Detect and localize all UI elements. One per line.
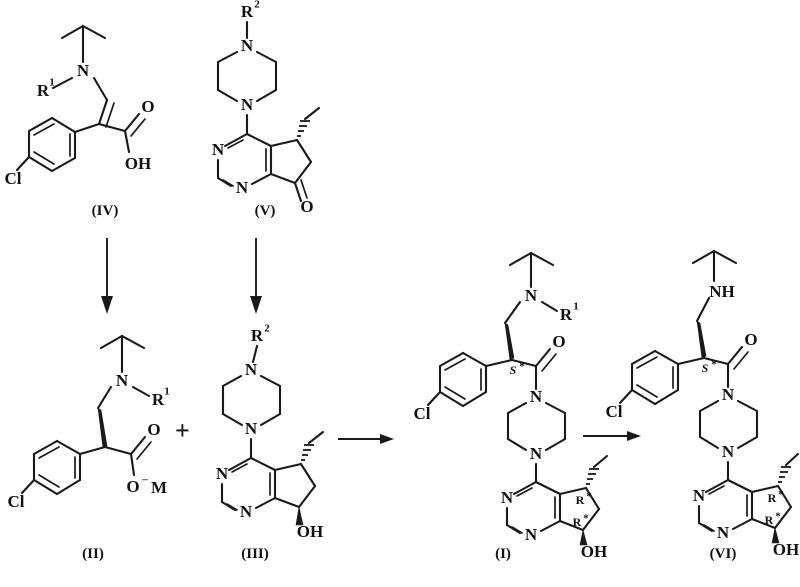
stereo-wedge-II [97,407,108,449]
atom-label-O-IV: O [141,97,154,116]
atom-label-R2-V: R [241,2,254,21]
atom-label-O-carbonyl-II: O [147,420,160,439]
arrow-ii-iii-to-i [338,434,394,444]
atom-label-N3-pyrimidine-V: N [236,178,249,197]
atom-label-negative-charge-II: – [141,474,148,486]
atom-label-R1-IV: R [37,81,50,100]
atom-label-N-piperazine-top-I: N [530,387,543,406]
plus-sign-between-II-and-III: + [175,416,190,445]
atom-label-N-II: N [116,371,129,390]
stereo-asterisk-R7-I: * [583,513,589,525]
structure-V: R 2 N N N N [212,0,321,216]
structure-VI: NH S * Cl O N N [606,249,799,559]
atom-label-OH-VI: OH [773,540,799,559]
atom-label-R1-superscript-I: 1 [573,301,579,313]
atom-label-N1-pyrimidine-V: N [212,140,225,159]
atom-label-M-counterion-II: M [151,478,167,497]
compound-label-V: (V) [254,203,276,219]
atom-label-OH-I: OH [581,542,607,561]
atom-label-R1-superscript-IV: 1 [49,77,55,89]
atom-label-R2-superscript-V: 2 [254,0,260,11]
stereo-asterisk-R7-VI: * [775,511,781,523]
compound-label-VI: (VI) [709,546,737,562]
atom-label-N1-pyrimidine-III: N [216,464,229,483]
atom-label-N3-pyrimidine-VI: N [717,523,730,542]
stereo-wedge-OH-VI [771,527,780,544]
stereo-label-R5-VI: R [768,491,777,505]
structure-I: N R 1 S * Cl O N [414,251,609,561]
atom-label-Cl-VI: Cl [606,402,623,421]
stereo-asterisk-S-VI: * [711,359,717,371]
stereo-wedge-VI [696,320,707,359]
atom-label-Cl-II: Cl [8,492,25,511]
structure-II: N R 1 Cl O O – M [8,334,170,511]
atom-label-O-amide-VI: O [744,330,757,349]
stereo-wedge-I [504,322,515,361]
stereo-label-R7-I: R [573,515,582,529]
atom-label-O-amide-I: O [552,332,565,351]
atom-label-R1-I: R [560,305,573,324]
atom-label-O-carboxylate-II: O [126,477,139,496]
atom-label-N-piperazine-top-V: N [241,36,254,55]
atom-label-Cl-IV: Cl [5,169,22,188]
stereo-label-S-I: S [510,363,517,377]
atom-label-N-IV: N [77,61,90,80]
atom-label-OH-IV: OH [125,154,151,173]
stereo-wedge-OH-III [295,506,304,526]
stereo-label-S-VI: S [702,361,709,375]
atom-label-N-piperazine-bottom-VI: N [722,442,735,461]
atom-label-R2-superscript-III: 2 [264,323,270,335]
atom-label-N-piperazine-bottom-I: N [530,444,543,463]
atom-label-R2-III: R [251,326,264,345]
atom-label-Cl-I: Cl [414,404,431,423]
arrow-i-to-vi [583,431,641,441]
structure-III: R 2 N N N N [216,323,325,541]
atom-label-N-piperazine-bottom-III: N [245,419,258,438]
arrow-v-to-iii [250,238,262,314]
atom-label-R1-II: R [152,390,165,409]
atom-label-N1-pyrimidine-I: N [501,488,514,507]
atom-label-N-piperazine-bottom-V: N [241,95,254,114]
compound-label-III: (III) [241,546,269,562]
atom-label-N3-pyrimidine-I: N [525,525,538,544]
compound-label-IV: (IV) [91,203,119,219]
atom-label-OH-III: OH [297,522,323,541]
stereo-asterisk-S-I: * [519,361,525,373]
atom-label-N-piperazine-top-III: N [245,360,258,379]
atom-label-O-ketone-V: O [300,197,313,216]
atom-label-N-I: N [525,286,538,305]
atom-label-N1-pyrimidine-VI: N [693,486,706,505]
stereo-wedge-OH-I [579,529,588,546]
atom-label-N3-pyrimidine-III: N [240,502,253,521]
stereo-label-R7-VI: R [765,513,774,527]
stereo-label-R5-I: R [576,493,585,507]
arrow-iv-to-ii [101,238,113,314]
compound-label-II: (II) [82,546,104,562]
atom-label-N-piperazine-top-VI: N [722,385,735,404]
structure-IV: N R 1 Cl O OH [5,24,155,188]
stereo-asterisk-R5-VI: * [778,489,784,501]
stereo-asterisk-R5-I: * [586,491,592,503]
compound-label-I: (I) [495,546,511,562]
atom-label-R1-superscript-II: 1 [164,386,170,398]
atom-label-NH-VI: NH [709,282,735,301]
